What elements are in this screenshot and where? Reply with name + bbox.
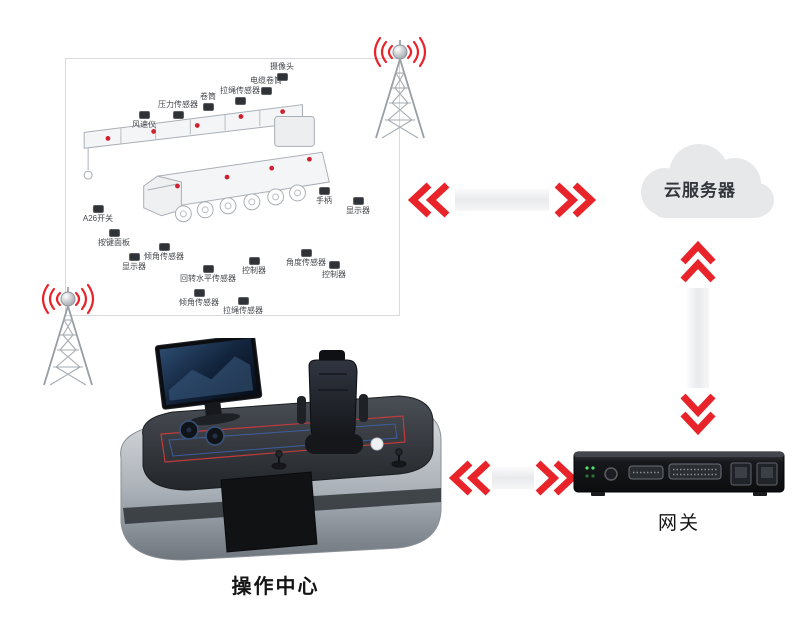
sensor-chip-icon (138, 111, 150, 119)
sensor-chip-icon (328, 261, 340, 269)
sensor-label: 摄像头 (270, 62, 294, 71)
cloud-icon (641, 144, 774, 218)
sensor-keypad: 按键面板 (98, 229, 130, 247)
sensor-chip-icon (352, 197, 364, 205)
link-cloud-gateway (680, 240, 716, 436)
sensor-drum: 卷筒 (200, 93, 216, 111)
console-seat (297, 350, 368, 454)
operation-center-label: 操作中心 (231, 576, 320, 598)
sensor-chip-icon (92, 205, 104, 213)
radio-tower-left (41, 283, 95, 386)
sensor-anemometer: 风速仪 (132, 111, 156, 129)
sensor-chip-icon (237, 297, 249, 305)
sensor-label: 风速仪 (132, 120, 156, 129)
sensor-position-dots (105, 109, 312, 189)
sensor-controller-1: 控制器 (242, 257, 266, 275)
sensor-slew-level: 回转水平传感器 (180, 265, 236, 283)
sensor-angle: 角度传感器 (286, 249, 326, 267)
sensor-label: 控制器 (242, 266, 266, 275)
sensor-display-1: 显示器 (122, 253, 146, 271)
sensor-label: 控制器 (322, 270, 346, 279)
radio-tower-top (373, 36, 427, 139)
sensor-chip-icon (172, 111, 184, 119)
sensor-label: 倾角传感器 (179, 298, 219, 307)
sensor-a26-switch: A26开关 (83, 205, 113, 223)
sensor-chip-icon (276, 73, 288, 81)
sensor-label: 卷筒 (200, 92, 216, 101)
cloud-server-label: 云服务器 (664, 181, 736, 200)
sensor-chip-icon (202, 265, 214, 273)
sensor-label: 拉绳传感器 (220, 86, 260, 95)
sensor-chip-icon (248, 257, 260, 265)
sensor-chip-icon (158, 243, 170, 251)
sensor-label: 显示器 (346, 206, 370, 215)
console-joysticks (271, 448, 407, 470)
sensor-label: 回转水平传感器 (180, 274, 236, 283)
crane-illustration (83, 104, 330, 223)
sensor-label: 倾角传感器 (144, 252, 184, 261)
sensor-label: A26开关 (82, 214, 114, 223)
wifi-signal-icon (41, 283, 95, 315)
sensor-label: 电缆卷筒 (250, 76, 282, 85)
sensor-display-2: 显示器 (346, 197, 370, 215)
sensor-chip-icon (234, 97, 246, 105)
sensor-chip-icon (108, 229, 120, 237)
operation-center: 操作中心 (103, 338, 448, 599)
gateway-icon (573, 451, 785, 496)
wifi-signal-icon (373, 36, 427, 68)
sensor-handle: 手柄 (316, 187, 332, 205)
console-footwell (220, 471, 318, 553)
sensor-tilt-1: 倾角传感器 (144, 243, 184, 261)
sensor-label: 显示器 (122, 262, 146, 271)
crane-sensor-panel: 风速仪 压力传感器 卷筒 拉绳传感器 电缆卷筒 摄像头 A26开关 按键面板 显… (65, 58, 400, 316)
sensor-tilt-2: 倾角传感器 (179, 289, 219, 307)
sensor-label: 手柄 (316, 196, 332, 205)
sensor-chip-icon (318, 187, 330, 195)
sensor-label: 拉绳传感器 (223, 306, 263, 315)
link-crane-cloud (407, 182, 597, 218)
sensor-chip-icon (202, 103, 214, 111)
cloud-server: 云服务器 (615, 130, 785, 238)
sensor-chip-icon (300, 249, 312, 257)
sensor-label: 角度传感器 (286, 258, 326, 267)
sensor-chip-icon (260, 87, 272, 95)
sensor-camera: 摄像头 (270, 63, 294, 81)
link-console-gateway (448, 460, 578, 496)
sensor-label: 按键面板 (98, 238, 130, 247)
sensor-rope-2: 拉绳传感器 (223, 297, 263, 315)
sensor-controller-2: 控制器 (322, 261, 346, 279)
console-gauges (179, 420, 225, 446)
sensor-chip-icon (193, 289, 205, 297)
sensor-label: 压力传感器 (158, 100, 198, 109)
sensor-cable-drum: 电缆卷筒 (250, 77, 282, 95)
sensor-chip-icon (128, 253, 140, 261)
sensor-pressure: 压力传感器 (158, 101, 198, 119)
gateway-device: 网关 (573, 446, 785, 535)
console-illustration (120, 338, 442, 561)
sensor-rope-1: 拉绳传感器 (220, 87, 260, 105)
console-dome-control (370, 437, 384, 451)
gateway-label: 网关 (657, 513, 700, 534)
console-monitor (154, 338, 263, 426)
